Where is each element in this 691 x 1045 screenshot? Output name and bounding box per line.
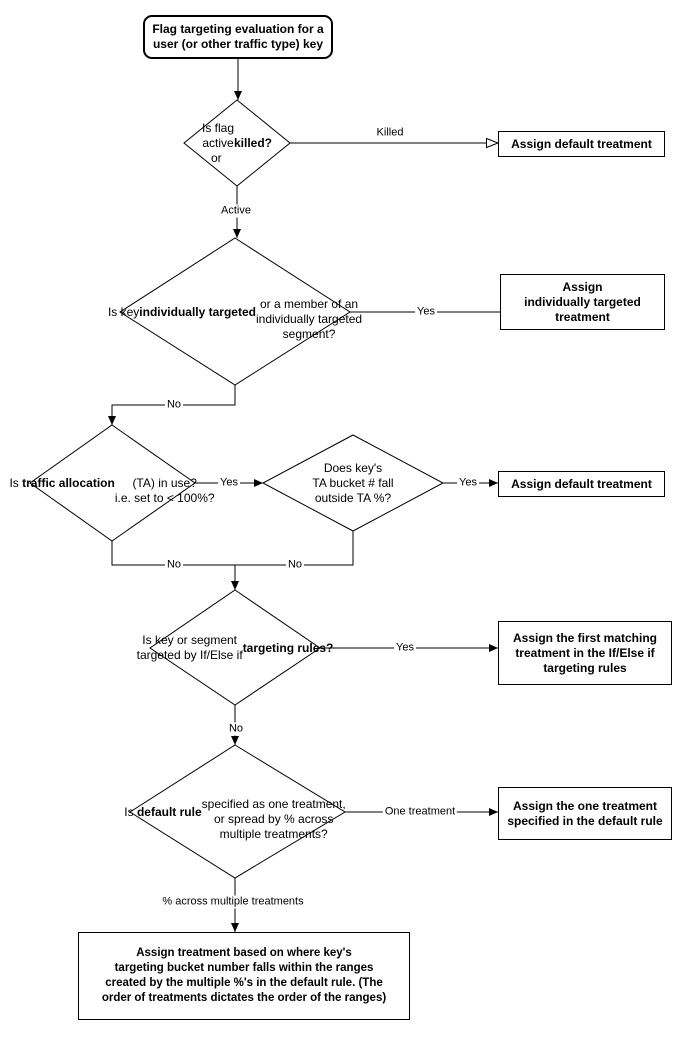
diamond-default-rule	[129, 744, 346, 879]
edge-label-no-rules: No	[226, 722, 246, 736]
diamond-ta-bucket	[261, 434, 445, 532]
edge-label-no-bucket: No	[285, 558, 305, 572]
edge-no-ta	[111, 541, 235, 566]
node-decision-ta-bucket: Does key's TA bucket # fall outside TA %…	[312, 460, 394, 505]
node-decision-default-rule: Is default rule specified as one treatme…	[124, 797, 346, 841]
edge-label-yes-ta: Yes	[218, 476, 240, 490]
edge-label-no-ta: No	[164, 558, 184, 572]
edge-label-pct-multiple: % across multiple treatments	[160, 895, 306, 909]
node-assign-individually-targeted: Assign individually targeted treatment	[500, 274, 665, 330]
node-decision-traffic-allocation: Is traffic allocation (TA) in use? i.e. …	[9, 475, 215, 505]
diamond-individually-targeted	[119, 237, 351, 386]
edge-label-yes-rules: Yes	[394, 641, 416, 655]
node-decision-individually-targeted: Is key individually targeted or a member…	[107, 297, 363, 341]
edge-label-no-individual: No	[164, 398, 184, 412]
node-assign-default-treatment-1: Assign default treatment	[498, 131, 665, 157]
node-start: Flag targeting evaluation for a user (or…	[143, 15, 333, 59]
edge-label-killed: Killed	[374, 126, 406, 140]
node-decision-flag-active: Is flag active or killed?	[201, 120, 273, 165]
diamond-traffic-allocation	[29, 424, 196, 542]
node-assign-treatment-ranges: Assign treatment based on where key's ta…	[78, 932, 410, 1020]
node-assign-default-treatment-2: Assign default treatment	[498, 471, 665, 497]
node-decision-targeting-rules: Is key or segment targeted by If/Else if…	[136, 633, 334, 662]
diamond-flag-active	[183, 99, 291, 187]
diamond-targeting-rules	[149, 589, 321, 706]
edge-label-active: Active	[219, 204, 253, 218]
node-assign-one-treatment: Assign the one treatment specified in th…	[498, 787, 672, 840]
edge-label-yes-bucket: Yes	[457, 476, 479, 490]
node-assign-first-matching: Assign the first matching treatment in t…	[498, 621, 672, 685]
edge-label-one-treatment: One treatment	[382, 805, 458, 819]
edge-no-bucket	[235, 531, 354, 566]
edge-label-yes-individual: Yes	[415, 305, 437, 319]
